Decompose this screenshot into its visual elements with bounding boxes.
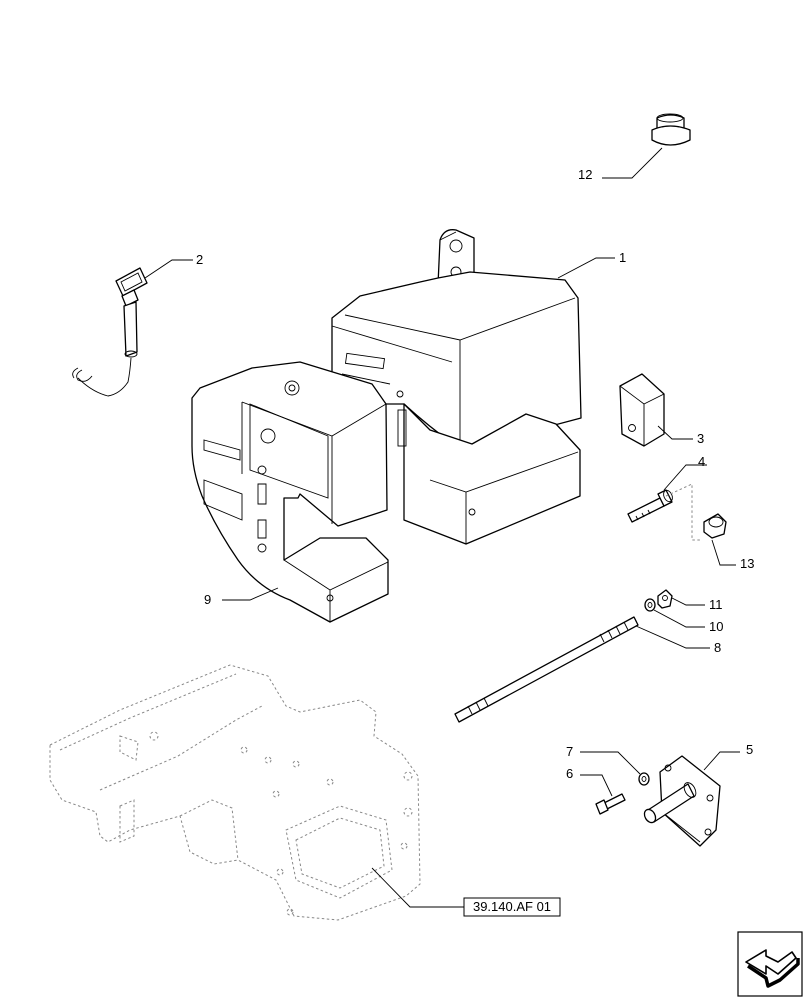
callout-4: 4 xyxy=(698,454,705,469)
part-6-screw[interactable] xyxy=(595,793,626,815)
part-2-linch-pin[interactable] xyxy=(72,267,148,397)
part-12-cap[interactable] xyxy=(651,113,691,146)
return-arrow-icon[interactable] xyxy=(737,931,803,997)
reference-frame-outline xyxy=(49,664,421,921)
part-1-front-weight[interactable] xyxy=(331,229,582,545)
part-4-bolt[interactable] xyxy=(627,489,674,523)
callout-7: 7 xyxy=(566,744,573,759)
callout-9: 9 xyxy=(204,592,211,607)
part-9-weight[interactable] xyxy=(191,361,389,623)
reference-code: 39.140.AF 01 xyxy=(473,899,551,914)
part-3-block[interactable] xyxy=(619,373,665,447)
callout-10: 10 xyxy=(709,619,723,634)
callout-5: 5 xyxy=(746,742,753,757)
part-10-washer[interactable] xyxy=(644,598,656,612)
callout-2: 2 xyxy=(196,252,203,267)
callout-labels: 1 2 3 4 5 6 7 8 9 10 11 12 13 xyxy=(196,167,754,781)
callout-8: 8 xyxy=(714,640,721,655)
part-11-nut[interactable] xyxy=(657,589,673,609)
callout-13: 13 xyxy=(740,556,754,571)
callout-11: 11 xyxy=(709,597,723,612)
part-8-threaded-rod[interactable] xyxy=(454,616,639,723)
callout-12: 12 xyxy=(578,167,592,182)
part-13-nut[interactable] xyxy=(703,513,727,539)
callout-1: 1 xyxy=(619,250,626,265)
part-7-washer[interactable] xyxy=(638,772,650,786)
leader-lines xyxy=(144,147,740,908)
reference-link[interactable]: 39.140.AF 01 xyxy=(463,897,561,917)
callout-3: 3 xyxy=(697,431,704,446)
callout-6: 6 xyxy=(566,766,573,781)
part-5-bracket[interactable] xyxy=(642,755,721,847)
